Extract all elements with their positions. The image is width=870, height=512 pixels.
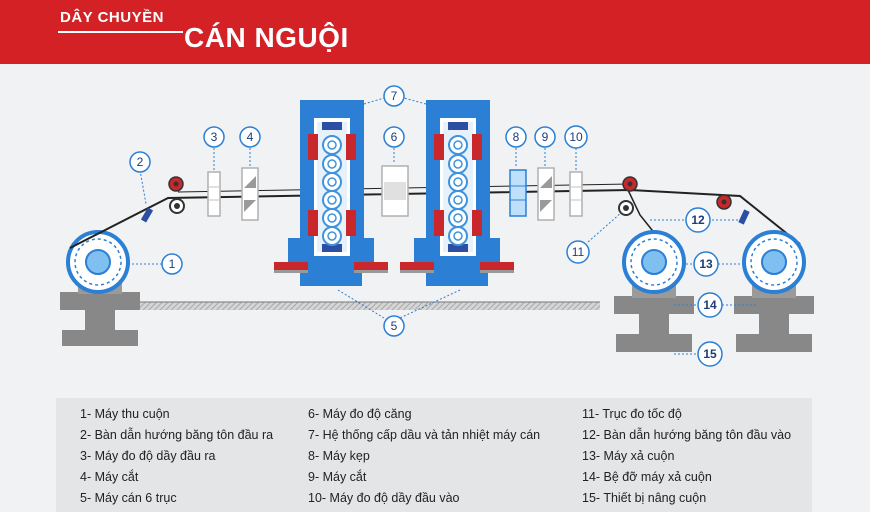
callout-1: 1 [161,253,183,275]
legend-item: 6- Máy đo độ căng [308,407,412,421]
legend-item: 14- Bệ đỡ máy xả cuộn [582,470,712,484]
header-title: CÁN NGUỘI [184,22,349,53]
legend-column-3: 11- Trục đo tốc độ 12- Bàn dẫn hướng băn… [582,404,791,509]
legend-item: 13- Máy xả cuộn [582,449,675,463]
rolling-stand-1 [274,100,388,286]
legend-item: 15- Thiết bị nâng cuộn [582,491,707,505]
uncoiler-2 [734,230,814,352]
speed-roller [618,176,638,216]
floor-rail [135,302,600,310]
legend-item: 2- Bàn dẫn hướng băng tôn đầu ra [80,428,274,442]
cold-rolling-diagram: 1 2 3 4 5 6 7 8 9 10 11 12 [60,85,814,367]
entry-shear [537,167,555,221]
exit-guide-table [140,176,185,223]
uncoiler-1 [614,230,694,352]
callout-14: 14 [697,292,723,318]
entry-thickness-gauge [569,171,583,217]
exit-shear [241,167,259,221]
rolling-stand-2 [400,100,514,286]
svg-text:6: 6 [391,130,398,144]
exit-thickness-gauge [207,171,221,217]
legend-panel [56,398,812,512]
legend-item: 3- Máy đo độ dầy đầu ra [80,449,216,463]
callout-2: 2 [129,151,151,173]
header-underline [58,31,183,33]
svg-text:14: 14 [703,298,717,312]
callout-3: 3 [203,126,225,148]
legend-item: 5- Máy cán 6 trục [80,491,177,505]
svg-text:10: 10 [569,130,583,144]
svg-text:3: 3 [211,130,218,144]
callout-7: 7 [383,85,405,107]
callout-12: 12 [685,207,711,233]
svg-text:2: 2 [137,155,144,169]
tension-meter [381,165,409,217]
svg-text:5: 5 [391,319,398,333]
callout-6: 6 [383,126,405,148]
callout-15: 15 [697,341,723,367]
callout-13: 13 [693,251,719,277]
pinch-roll-unit [509,169,527,217]
legend-column-1: 1- Máy thu cuộn 2- Bàn dẫn hướng băng tô… [80,404,273,509]
svg-text:13: 13 [699,257,713,271]
callout-8: 8 [505,126,527,148]
callout-9: 9 [534,126,556,148]
callout-10: 10 [564,125,588,149]
entry-guide-table [716,194,750,225]
legend-item: 4- Máy cắt [80,470,139,484]
svg-text:4: 4 [247,130,254,144]
svg-text:8: 8 [513,130,520,144]
legend-item: 7- Hệ thống cấp dầu và tản nhiệt máy cán [308,428,541,442]
coiler-machine [60,230,140,346]
legend-item: 9- Máy cắt [308,470,367,484]
svg-text:7: 7 [391,89,398,103]
callout-4: 4 [239,126,261,148]
legend-item: 10- Máy đo độ dầy đầu vào [308,491,460,505]
svg-text:1: 1 [169,257,176,271]
legend-item: 8- Máy kẹp [308,449,370,463]
legend-item: 11- Trục đo tốc độ [582,407,682,421]
legend-item: 12- Bàn dẫn hướng băng tôn đầu vào [582,428,792,442]
svg-text:9: 9 [542,130,549,144]
callout-11: 11 [566,240,590,264]
legend-item: 1- Máy thu cuộn [80,407,170,421]
leader-lines [128,97,756,355]
svg-text:12: 12 [691,213,705,227]
svg-text:11: 11 [572,245,585,259]
header-banner: DÂY CHUYỀN CÁN NGUỘI [0,0,870,64]
header-subtitle: DÂY CHUYỀN [60,9,164,26]
svg-text:15: 15 [703,347,717,361]
callout-5: 5 [383,315,405,337]
legend-column-2: 6- Máy đo độ căng 7- Hệ thống cấp dầu và… [308,404,540,509]
